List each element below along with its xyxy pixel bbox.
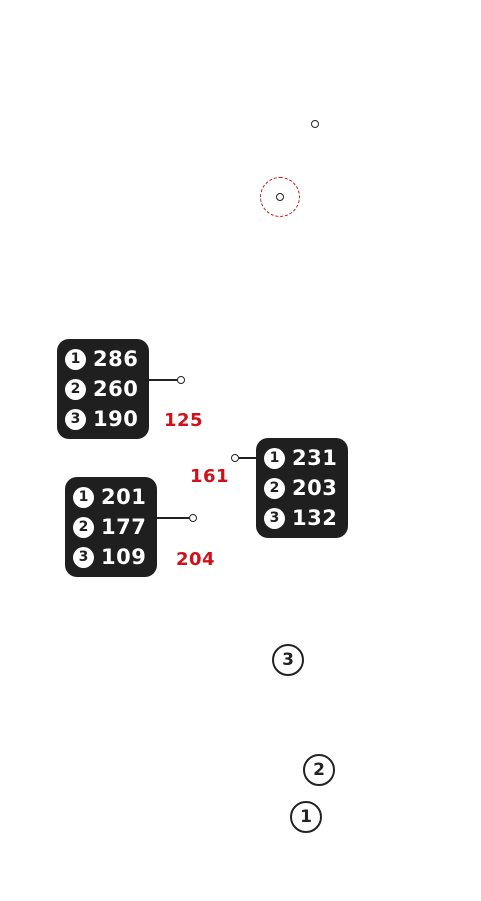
leader-line-a <box>149 379 177 381</box>
value-box-c: 1 201 2 177 3 109 <box>65 477 157 577</box>
leader-line-c <box>157 517 189 519</box>
value-row: 1 286 <box>65 344 141 374</box>
rank-badge: 1 <box>65 348 86 370</box>
row-value: 109 <box>101 545 147 569</box>
rank-badge: 3 <box>264 507 285 529</box>
rank-badge: 3 <box>65 408 86 430</box>
row-value: 260 <box>93 377 139 401</box>
rank-badge: 1 <box>73 486 94 508</box>
map-point-c[interactable] <box>189 514 197 522</box>
value-box-a: 1 286 2 260 3 190 <box>57 339 149 439</box>
station-marker-1[interactable]: 1 <box>290 801 322 833</box>
row-value: 203 <box>292 476 338 500</box>
red-label-a: 125 <box>164 410 204 431</box>
map-point-target[interactable] <box>276 193 284 201</box>
value-row: 2 177 <box>73 512 149 542</box>
value-box-b: 1 231 2 203 3 132 <box>256 438 348 538</box>
red-label-c: 204 <box>176 549 216 570</box>
rank-badge: 2 <box>65 378 86 400</box>
row-value: 231 <box>292 446 338 470</box>
rank-badge: 2 <box>264 477 285 499</box>
value-row: 1 201 <box>73 482 149 512</box>
value-row: 3 132 <box>264 503 340 533</box>
rank-badge: 2 <box>73 516 94 538</box>
value-row: 3 109 <box>73 542 149 572</box>
value-row: 3 190 <box>65 404 141 434</box>
map-point-a[interactable] <box>177 376 185 384</box>
row-value: 190 <box>93 407 139 431</box>
value-row: 1 231 <box>264 443 340 473</box>
row-value: 177 <box>101 515 147 539</box>
rank-badge: 1 <box>264 447 285 469</box>
value-row: 2 203 <box>264 473 340 503</box>
station-marker-2[interactable]: 2 <box>303 754 335 786</box>
map-point-b[interactable] <box>231 454 239 462</box>
rank-badge: 3 <box>73 546 94 568</box>
leader-line-b <box>239 457 257 459</box>
target-highlight-ring <box>260 177 300 217</box>
row-value: 132 <box>292 506 338 530</box>
row-value: 286 <box>93 347 139 371</box>
station-marker-3[interactable]: 3 <box>272 644 304 676</box>
row-value: 201 <box>101 485 147 509</box>
value-row: 2 260 <box>65 374 141 404</box>
red-label-b: 161 <box>190 466 230 487</box>
map-point-top <box>311 120 319 128</box>
